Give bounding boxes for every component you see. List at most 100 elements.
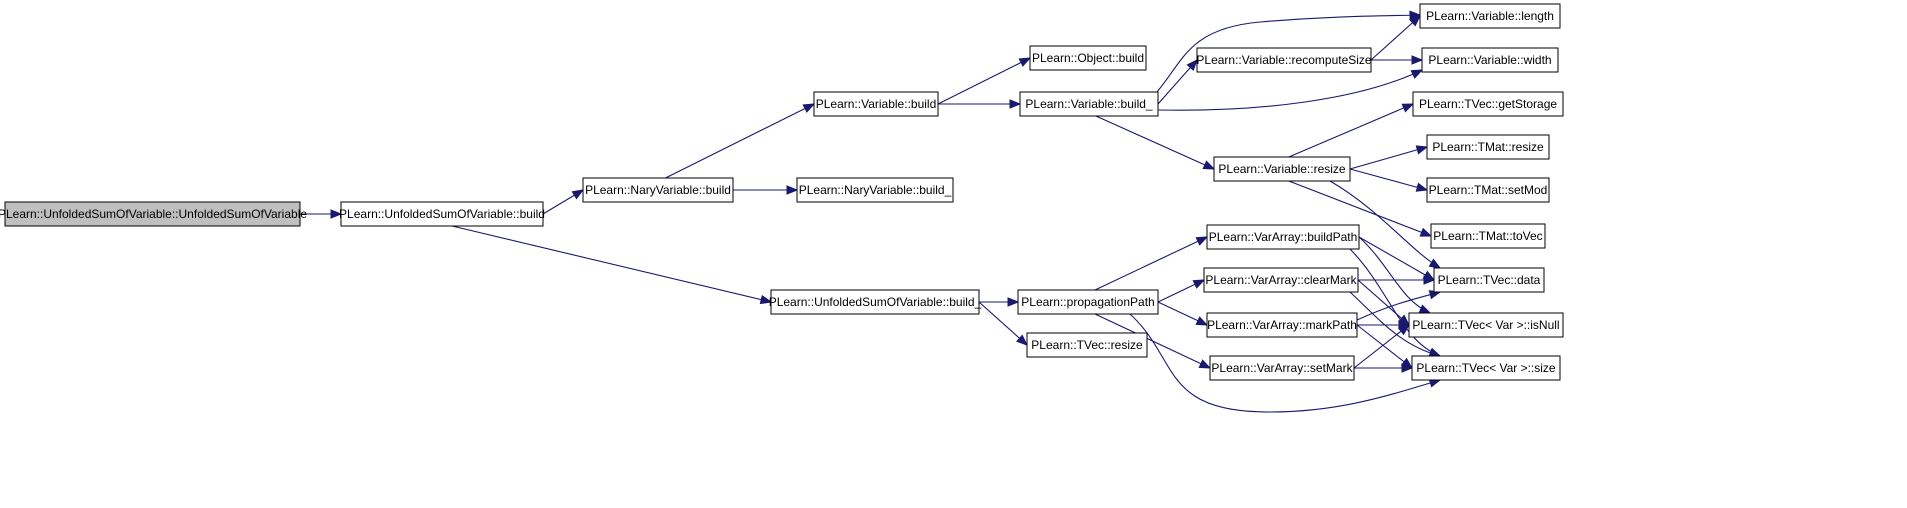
edge-line <box>1095 115 1215 170</box>
edge-var_resize-to-tmat_tovec <box>1288 180 1433 237</box>
edge-var_build-to-obj_build <box>937 57 1032 105</box>
node-va-buildpath[interactable]: PLearn::VarArray::buildPath <box>1206 224 1360 250</box>
node-var-width[interactable]: PLearn::Variable::width <box>1421 47 1559 73</box>
node-var-build[interactable]: PLearn::Variable::build <box>813 91 939 117</box>
edge-usov_build-to-nary_build <box>542 189 585 215</box>
node-box <box>770 289 980 315</box>
node-tmat-setmod[interactable]: PLearn::TMat::setMod <box>1426 177 1550 203</box>
node-prop-path[interactable]: PLearn::propagationPath <box>1017 289 1159 315</box>
arrowhead-icon <box>1401 103 1415 113</box>
edge-va_clearmark-to-tvec_data <box>1358 275 1436 285</box>
arrowhead-icon <box>1198 359 1212 369</box>
edge-var_build_-to-var_width <box>1157 69 1424 111</box>
arrowhead-icon <box>1418 304 1432 314</box>
edge-var_build_-to-var_length <box>1129 10 1422 117</box>
node-box <box>1419 3 1561 29</box>
node-box <box>1196 47 1372 73</box>
node-tvec-data[interactable]: PLearn::TVec::data <box>1433 267 1545 293</box>
edge-line <box>1356 324 1413 369</box>
node-obj-build[interactable]: PLearn::Object::build <box>1029 45 1147 71</box>
node-root: PLearn::UnfoldedSumOfVariable::UnfoldedS… <box>0 201 307 227</box>
node-tvec-size[interactable]: PLearn::TVec< Var >::size <box>1411 355 1561 381</box>
edge-line <box>937 57 1031 105</box>
node-var-build-[interactable]: PLearn::Variable::build_ <box>1019 91 1159 117</box>
node-box <box>1206 224 1360 250</box>
edge-usov_build_-to-tvec_resize <box>978 301 1029 346</box>
edge-var_recompute-to-var_length <box>1370 15 1422 61</box>
node-tmat-resize[interactable]: PLearn::TMat::resize <box>1426 134 1550 160</box>
edge-line <box>1370 15 1421 61</box>
node-box <box>1029 45 1147 71</box>
edge-line <box>1358 236 1435 281</box>
arrowhead-icon <box>1415 182 1429 192</box>
arrowhead-icon <box>571 189 585 200</box>
edge-var_recompute-to-var_width <box>1371 55 1424 65</box>
edge-line <box>1349 146 1428 170</box>
node-va-markpath[interactable]: PLearn::VarArray::markPath <box>1206 312 1358 338</box>
node-box <box>796 177 954 203</box>
node-label: PLearn::UnfoldedSumOfVariable::build_ <box>769 295 982 309</box>
node-label: PLearn::NaryVariable::build_ <box>799 183 952 197</box>
edge-line <box>1094 236 1208 291</box>
node-label: PLearn::UnfoldedSumOfVariable::UnfoldedS… <box>0 207 307 221</box>
arrowhead-icon <box>1419 227 1433 237</box>
node-tvec-isnull[interactable]: PLearn::TVec< Var >::isNull <box>1408 312 1564 338</box>
node-usov-build[interactable]: PLearn::UnfoldedSumOfVariable::build <box>339 201 545 227</box>
edge-line <box>665 103 815 179</box>
node-box <box>1426 177 1550 203</box>
edge-line <box>1349 291 1441 357</box>
arrowhead-icon <box>1401 363 1414 373</box>
node-var-length[interactable]: PLearn::Variable::length <box>1419 3 1561 29</box>
edge-line <box>1129 14 1421 117</box>
node-nary-build-[interactable]: PLearn::NaryVariable::build_ <box>796 177 954 203</box>
edge-line <box>1329 180 1441 269</box>
edge-var_build_-to-var_resize <box>1095 115 1216 170</box>
node-box <box>1019 91 1159 117</box>
node-var-resize[interactable]: PLearn::Variable::resize <box>1213 156 1351 182</box>
node-tvec-getstorage[interactable]: PLearn::TVec::getStorage <box>1412 91 1564 117</box>
node-label: PLearn::TVec::resize <box>1031 338 1143 352</box>
edge-line <box>1129 313 1441 413</box>
node-box <box>340 201 544 227</box>
node-box <box>813 91 939 117</box>
node-box <box>1206 312 1358 338</box>
edge-prop_path-to-va_clearmark <box>1157 279 1206 303</box>
edge-var_build-to-var_build_ <box>938 99 1022 109</box>
node-label: PLearn::UnfoldedSumOfVariable::build <box>339 207 545 221</box>
node-va-setmark[interactable]: PLearn::VarArray::setMark <box>1209 355 1355 381</box>
node-label: PLearn::Variable::width <box>1428 53 1551 67</box>
edges-layer <box>300 10 1442 413</box>
node-va-clearmark[interactable]: PLearn::VarArray::clearMark <box>1203 267 1359 293</box>
arrowhead-icon <box>1428 258 1442 269</box>
arrowhead-icon <box>1016 334 1029 346</box>
node-box <box>1017 289 1159 315</box>
edge-var_build_-to-var_recompute <box>1157 58 1198 105</box>
node-box <box>1209 355 1355 381</box>
node-box <box>1421 47 1559 73</box>
node-box <box>4 201 301 227</box>
edge-prop_path-to-va_markpath <box>1157 301 1209 326</box>
arrowhead-icon <box>1415 145 1429 155</box>
arrowhead-icon <box>759 294 773 305</box>
arrowhead-icon <box>1018 57 1032 67</box>
arrowhead-icon <box>1397 324 1411 336</box>
node-var-recompute[interactable]: PLearn::Variable::recomputeSize <box>1196 47 1372 73</box>
arrowhead-icon <box>1409 10 1422 20</box>
edge-var_resize-to-tmat_resize <box>1349 145 1429 170</box>
edge-line <box>451 225 772 303</box>
node-box <box>1412 91 1564 117</box>
node-nary-build[interactable]: PLearn::NaryVariable::build <box>582 177 734 203</box>
arrowhead-icon <box>1411 55 1424 65</box>
node-label: PLearn::TVec::data <box>1438 273 1541 287</box>
edge-line <box>1358 236 1431 314</box>
edge-usov_build_-to-prop_path <box>979 297 1020 307</box>
node-tvec-resize[interactable]: PLearn::TVec::resize <box>1026 332 1148 358</box>
node-tmat-tovec[interactable]: PLearn::TMat::toVec <box>1430 223 1546 249</box>
edge-line <box>1288 180 1432 237</box>
arrowhead-icon <box>1410 69 1424 79</box>
edge-var_resize-to-tvec_getstorage <box>1288 103 1415 158</box>
arrowhead-icon <box>1202 160 1216 170</box>
node-label: PLearn::TVec< Var >::size <box>1416 361 1556 375</box>
node-label: PLearn::Variable::build <box>816 97 937 111</box>
node-usov-build-[interactable]: PLearn::UnfoldedSumOfVariable::build_ <box>769 289 982 315</box>
